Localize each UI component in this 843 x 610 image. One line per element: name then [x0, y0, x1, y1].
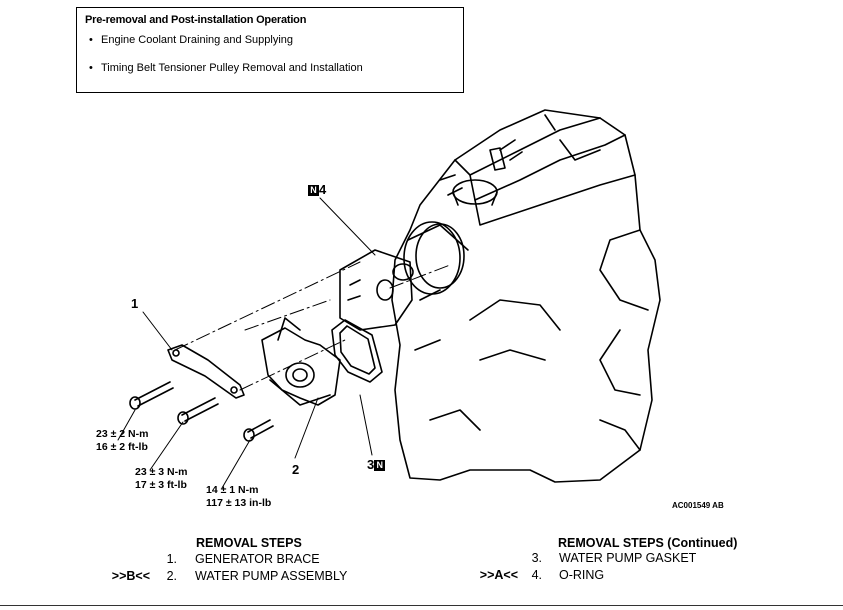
- step-label: WATER PUMP GASKET: [559, 551, 697, 565]
- removal-steps-continued-title: REMOVAL STEPS (Continued): [558, 536, 738, 550]
- step-label: O-RING: [559, 568, 605, 582]
- bottom-divider: [0, 605, 843, 606]
- step-number: 1.: [166, 552, 177, 566]
- torque-spec-1: 23 ± 2 N-m 16 ± 2 ft-lb: [96, 428, 148, 454]
- step-label: WATER PUMP ASSEMBLY: [195, 569, 348, 583]
- bullet-icon: •: [89, 62, 93, 74]
- bullet-icon: •: [89, 34, 93, 46]
- step-number: 2.: [166, 569, 177, 583]
- torque-metric: 23 ± 3 N-m: [135, 466, 188, 478]
- note-title: Pre-removal and Post-installation Operat…: [85, 14, 307, 26]
- step-number: 4.: [531, 568, 542, 582]
- step-ref: >>B<<: [111, 569, 150, 583]
- water-pump-assembly-drawing: [261, 317, 341, 406]
- torque-metric: 23 ± 2 N-m: [96, 428, 149, 440]
- engine-block-drawing: [391, 109, 661, 483]
- n-badge-icon: N: [374, 460, 386, 471]
- torque-spec-2: 23 ± 3 N-m 17 ± 3 ft-lb: [135, 466, 187, 492]
- torque-imperial: 117 ± 13 in-lb: [206, 497, 272, 509]
- pump-housing-drawing: [339, 249, 414, 331]
- gasket-drawing: [331, 319, 383, 383]
- alignment-lines: [174, 261, 451, 391]
- note-item-text: Engine Coolant Draining and Supplying: [101, 34, 294, 46]
- torque-imperial: 16 ± 2 ft-lb: [96, 441, 148, 453]
- torque-spec-3: 14 ± 1 N-m 117 ± 13 in-lb: [206, 484, 271, 510]
- note-item: • Engine Coolant Draining and Supplying: [89, 34, 293, 46]
- figure-reference: AC001549 AB: [672, 501, 724, 510]
- callout-1: 1: [131, 296, 139, 311]
- torque-metric: 14 ± 1 N-m: [206, 484, 259, 496]
- note-item: • Timing Belt Tensioner Pulley Removal an…: [89, 62, 363, 74]
- n-badge-icon: N: [308, 185, 319, 196]
- generator-brace-drawing: [167, 344, 245, 399]
- removal-steps-title: REMOVAL STEPS: [196, 536, 302, 550]
- callout-4-number: 4: [319, 182, 327, 197]
- torque-imperial: 17 ± 3 ft-lb: [135, 479, 187, 491]
- bolt-drawings: [129, 381, 274, 442]
- callout-3-number: 3: [367, 457, 375, 472]
- callout-2: 2: [292, 462, 300, 477]
- pre-removal-note-box: Pre-removal and Post-installation Operat…: [76, 7, 464, 93]
- step-ref: >>A<<: [479, 568, 518, 582]
- leader-lines: [117, 197, 376, 489]
- step-number: 3.: [531, 551, 542, 565]
- note-item-text: Timing Belt Tensioner Pulley Removal and…: [101, 62, 363, 74]
- step-label: GENERATOR BRACE: [195, 552, 320, 566]
